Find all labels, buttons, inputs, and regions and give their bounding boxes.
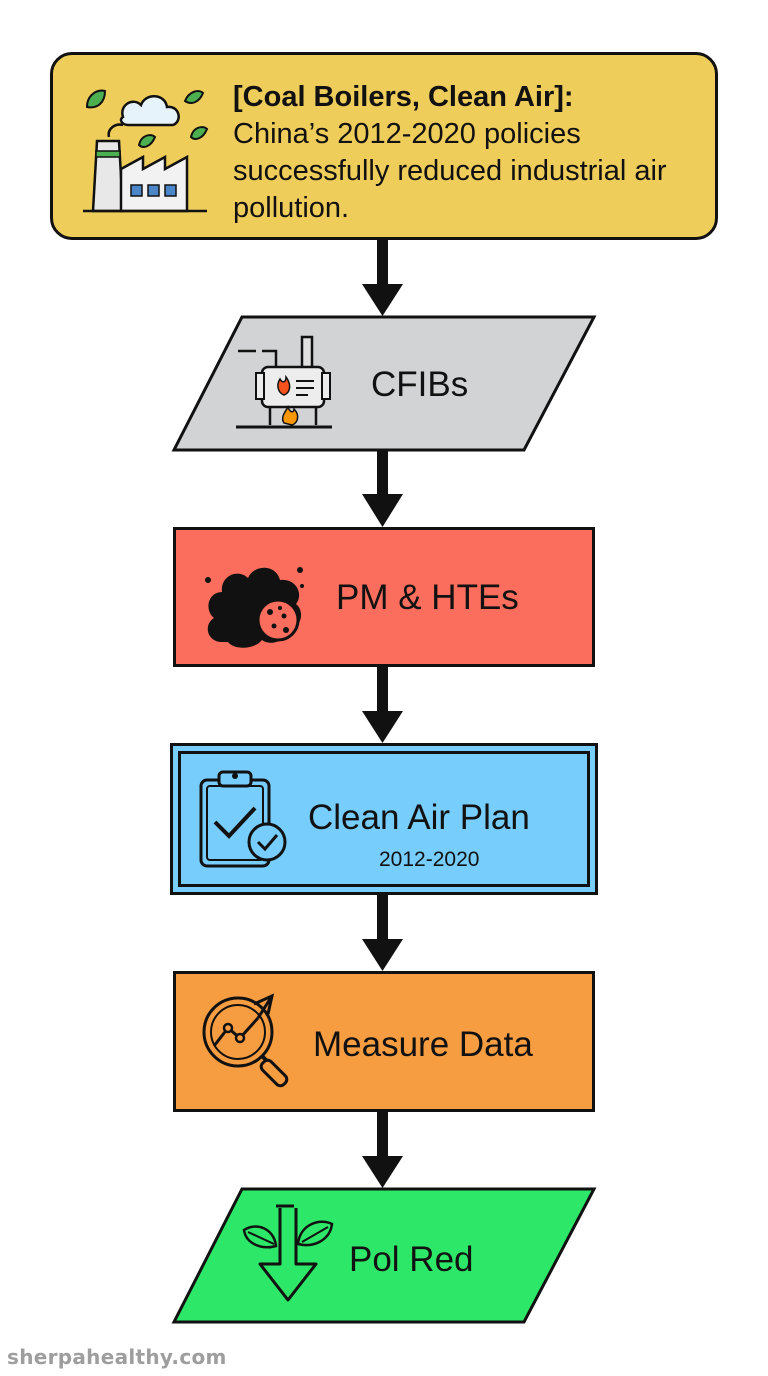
measure-data-box: Measure Data: [173, 971, 595, 1112]
watermark: sherpahealthy.com: [7, 1345, 227, 1369]
title-description: China’s 2012-2020 policies successfully …: [233, 118, 667, 224]
clipboard-check-icon: [199, 770, 287, 868]
arrow-1: [362, 240, 403, 316]
measure-data-label: Measure Data: [313, 1025, 533, 1064]
down-arrow-leaves-icon: [242, 1204, 334, 1302]
title-box: [Coal Boilers, Clean Air]: China’s 2012-…: [50, 52, 718, 240]
arrow-4: [362, 895, 403, 971]
magnifier-chart-icon: [202, 993, 289, 1088]
title-heading: [Coal Boilers, Clean Air]:: [233, 81, 574, 113]
factory-with-leaves-icon: [83, 89, 209, 213]
pm-htes-box: PM & HTEs: [173, 527, 595, 667]
arrow-3: [362, 667, 403, 743]
arrow-5: [362, 1112, 403, 1188]
title-text: [Coal Boilers, Clean Air]: China’s 2012-…: [233, 79, 703, 227]
clean-air-plan-box: Clean Air Plan 2012-2020: [170, 743, 598, 895]
clean-air-plan-years: 2012-2020: [379, 848, 480, 871]
pm-htes-label: PM & HTEs: [336, 578, 519, 617]
clean-air-plan-label: Clean Air Plan: [308, 798, 530, 837]
cfibs-label: CFIBs: [371, 365, 469, 404]
pol-red-label: Pol Red: [349, 1240, 474, 1279]
boiler-icon: [236, 335, 332, 429]
smoke-particle-icon: [205, 567, 304, 648]
cfibs-shape: [171, 315, 597, 452]
arrow-2: [362, 450, 403, 527]
